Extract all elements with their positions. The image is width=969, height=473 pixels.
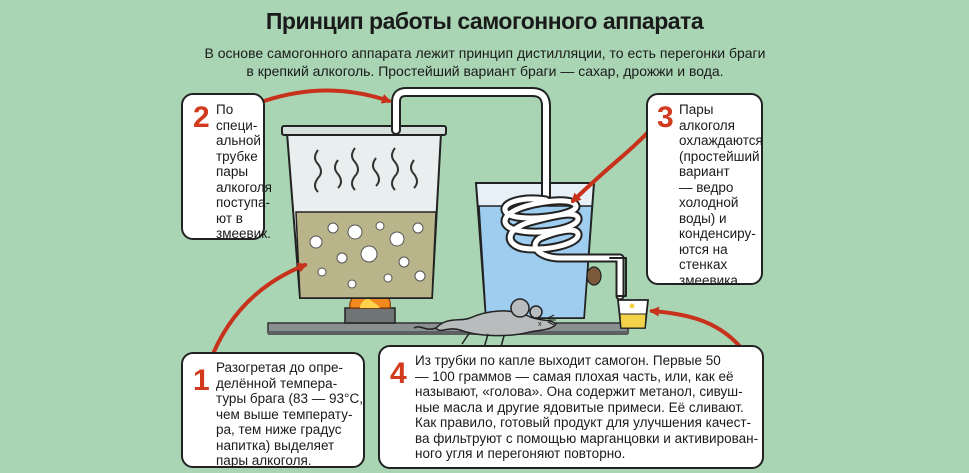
step-1-text: Разогретая до опре- делённой темпера- ту… xyxy=(216,360,363,468)
step-4-callout: 4 Из трубки по капле выходит самогон. Пе… xyxy=(378,345,764,469)
step-4-text: Из трубки по капле выходит самогон. Перв… xyxy=(415,353,759,461)
svg-text:x: x xyxy=(538,321,542,328)
step-1-callout: 1 Разогретая до опре- делённой темпера- … xyxy=(181,352,365,468)
diagram-subtitle: В основе самогонного аппарата лежит прин… xyxy=(204,45,766,79)
coil-condenser-illustration xyxy=(391,87,627,301)
step-3-callout: 3 Пары алкоголя охлаждаются (простейший … xyxy=(646,93,763,288)
step-2-number: 2 xyxy=(193,101,210,134)
step-3-number: 3 xyxy=(657,101,674,134)
step-4-number: 4 xyxy=(390,357,407,390)
arrow-icon xyxy=(207,88,745,366)
step-2-callout: 2 По специ- альной трубке пары алкоголя … xyxy=(181,93,272,241)
stove-burner xyxy=(344,307,396,324)
step-2-text: По специ- альной трубке пары алкоголя по… xyxy=(216,102,272,241)
step-1-number: 1 xyxy=(193,364,210,397)
step-3-text: Пары алкоголя охлаждаются (простейший ва… xyxy=(679,102,763,288)
boiling-tank-illustration xyxy=(281,125,447,299)
diagram-title: Принцип работы самогонного аппарата xyxy=(265,8,704,34)
mouse-illustration: x xyxy=(413,298,558,351)
collection-glass-icon xyxy=(616,299,650,329)
